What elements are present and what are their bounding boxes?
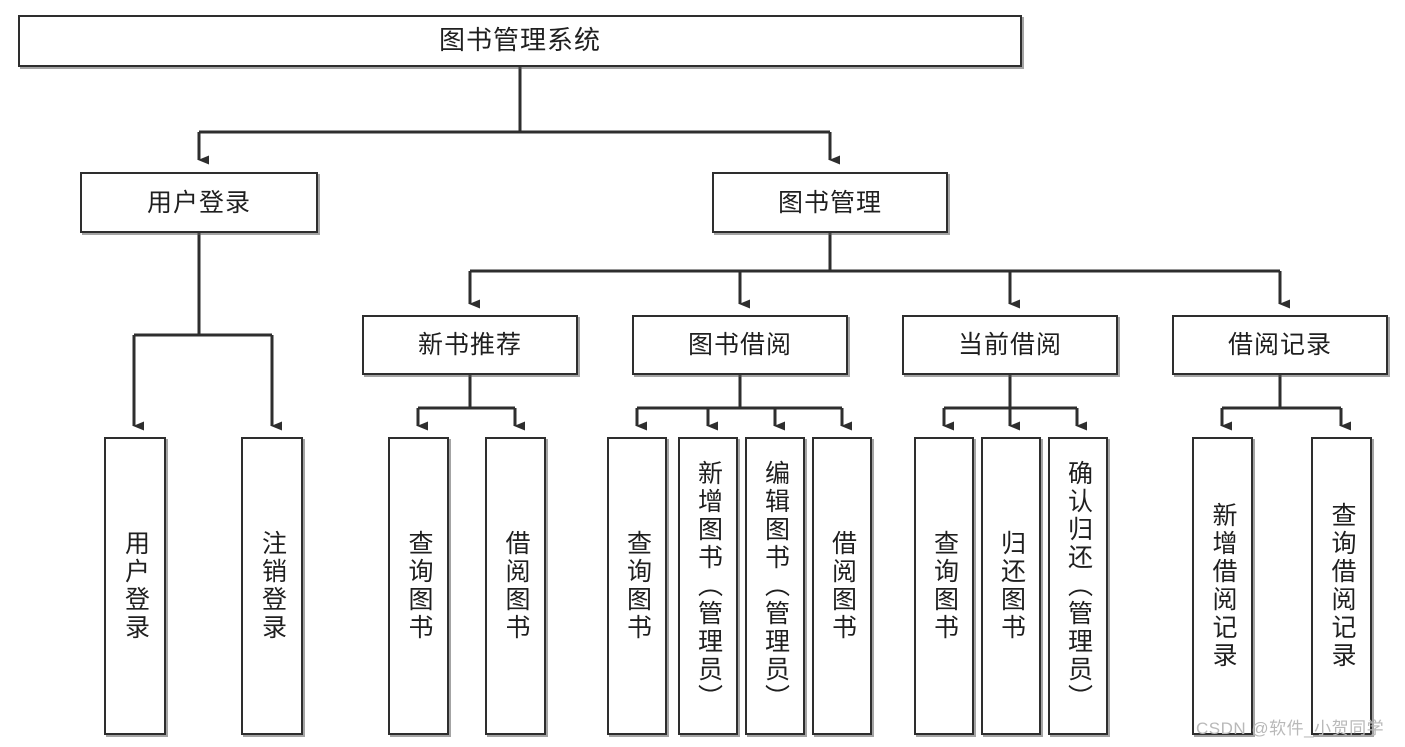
node-book-borrow[interactable]: 图书借阅 [632,315,848,375]
leaf-current-confirm-return-label: 确认归还（管理员） [1064,460,1093,712]
leaf-user-login[interactable]: 用户登录 [104,437,166,735]
node-borrow-record[interactable]: 借阅记录 [1172,315,1388,375]
leaf-record-add-label: 新增借阅记录 [1209,502,1237,670]
leaf-record-add[interactable]: 新增借阅记录 [1192,437,1253,735]
leaf-borrow-edit-book[interactable]: 编辑图书（管理员） [745,437,805,735]
leaf-current-return-book-label: 归还图书 [997,530,1026,642]
node-root-label: 图书管理系统 [438,25,601,56]
node-root[interactable]: 图书管理系统 [18,15,1022,67]
leaf-recommend-query-book-label: 查询图书 [405,530,433,642]
leaf-record-query[interactable]: 查询借阅记录 [1311,437,1372,735]
node-borrow-record-label: 借阅记录 [1227,331,1332,359]
node-user-login-label: 用户登录 [146,188,251,217]
leaf-recommend-query-book[interactable]: 查询图书 [388,437,449,735]
leaf-borrow-edit-book-label: 编辑图书（管理员） [761,460,790,712]
node-current-borrow[interactable]: 当前借阅 [902,315,1118,375]
node-book-borrow-label: 图书借阅 [687,331,792,359]
leaf-user-login-label: 用户登录 [121,530,150,642]
leaf-borrow-borrow-book[interactable]: 借阅图书 [812,437,872,735]
leaf-borrow-add-book[interactable]: 新增图书（管理员） [678,437,738,735]
node-current-borrow-label: 当前借阅 [957,331,1062,359]
watermark: CSDN @软件_小贺同学 [1196,719,1385,738]
leaf-borrow-query-book[interactable]: 查询图书 [607,437,667,735]
node-book-manage[interactable]: 图书管理 [712,172,948,233]
leaf-current-confirm-return[interactable]: 确认归还（管理员） [1048,437,1108,735]
node-new-book-recommend-label: 新书推荐 [417,331,522,359]
leaf-logout-label: 注销登录 [258,530,287,642]
leaf-logout[interactable]: 注销登录 [241,437,303,735]
node-book-manage-label: 图书管理 [777,188,882,217]
leaf-current-query-book[interactable]: 查询图书 [914,437,974,735]
leaf-record-query-label: 查询借阅记录 [1328,502,1356,670]
leaf-recommend-borrow-book-label: 借阅图书 [502,530,530,642]
leaf-recommend-borrow-book[interactable]: 借阅图书 [485,437,546,735]
node-user-login[interactable]: 用户登录 [80,172,318,233]
node-new-book-recommend[interactable]: 新书推荐 [362,315,578,375]
leaf-current-query-book-label: 查询图书 [930,530,959,642]
leaf-borrow-query-book-label: 查询图书 [623,530,652,642]
leaf-borrow-borrow-book-label: 借阅图书 [828,530,857,642]
leaf-borrow-add-book-label: 新增图书（管理员） [694,460,723,712]
leaf-current-return-book[interactable]: 归还图书 [981,437,1041,735]
